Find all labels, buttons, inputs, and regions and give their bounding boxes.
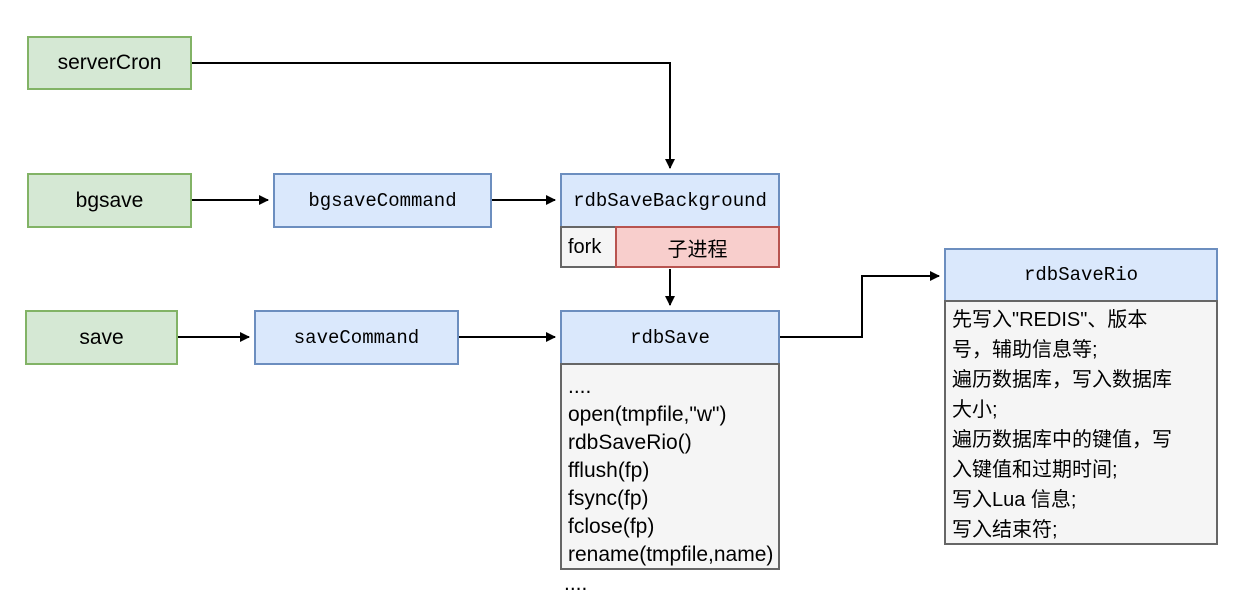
cn-line: 写入Lua 信息; <box>952 489 1077 511</box>
node-savecommand-label: saveCommand <box>293 326 420 349</box>
node-save: save <box>25 310 178 365</box>
cn-line: 写入结束符; <box>952 519 1058 541</box>
node-save-label: save <box>79 325 124 349</box>
rdbsave-body-box: .... open(tmpfile,"w") rdbSaveRio() fflu… <box>560 363 780 570</box>
cn-line: 入键值和过期时间; <box>952 459 1118 481</box>
node-fork-label: fork <box>568 235 602 258</box>
arrow-rdbsave-to-rdbsaverio <box>780 271 940 338</box>
node-bgsavecommand-label: bgsaveCommand <box>308 189 457 212</box>
node-rdbsavebackground: rdbSaveBackground <box>560 173 780 228</box>
code-line: fclose(fp) <box>568 515 655 538</box>
node-rdbsaverio-label: rdbSaveRio <box>1023 264 1139 286</box>
node-rdbsave: rdbSave <box>560 310 780 365</box>
rdbsaverio-body-box: 先写入"REDIS"、版本 号，辅助信息等; 遍历数据库，写入数据库 大小; 遍… <box>944 300 1218 545</box>
node-rdbsavebackground-label: rdbSaveBackground <box>573 189 767 212</box>
node-child-process: 子进程 <box>615 226 780 268</box>
code-line: rdbSaveRio() <box>568 431 692 454</box>
code-line: fflush(fp) <box>568 459 650 482</box>
cn-line: 大小; <box>952 399 998 421</box>
node-bgsavecommand: bgsaveCommand <box>273 173 492 228</box>
code-line: fsync(fp) <box>568 487 649 510</box>
code-line: .... <box>568 375 592 398</box>
code-line: open(tmpfile,"w") <box>568 403 727 426</box>
node-rdbsave-label: rdbSave <box>630 326 710 349</box>
node-servercron: serverCron <box>27 36 192 90</box>
node-savecommand: saveCommand <box>254 310 459 365</box>
node-rdbsaverio: rdbSaveRio <box>944 248 1218 302</box>
cn-line: 先写入"REDIS"、版本 <box>952 309 1148 331</box>
node-bgsave-label: bgsave <box>75 188 144 212</box>
node-bgsave: bgsave <box>27 173 192 228</box>
rdbsave-trailing-dots: .... <box>564 572 588 595</box>
cn-line: 遍历数据库中的键值，写 <box>952 429 1172 451</box>
node-servercron-label: serverCron <box>57 51 162 74</box>
arrow-servercron-to-rdbsavebackground <box>191 62 675 169</box>
cn-line: 遍历数据库，写入数据库 <box>952 369 1172 391</box>
node-child-process-label: 子进程 <box>667 238 728 261</box>
code-line: rename(tmpfile,name) <box>568 543 774 566</box>
node-fork: fork <box>560 226 617 268</box>
cn-line: 号，辅助信息等; <box>952 339 1098 361</box>
